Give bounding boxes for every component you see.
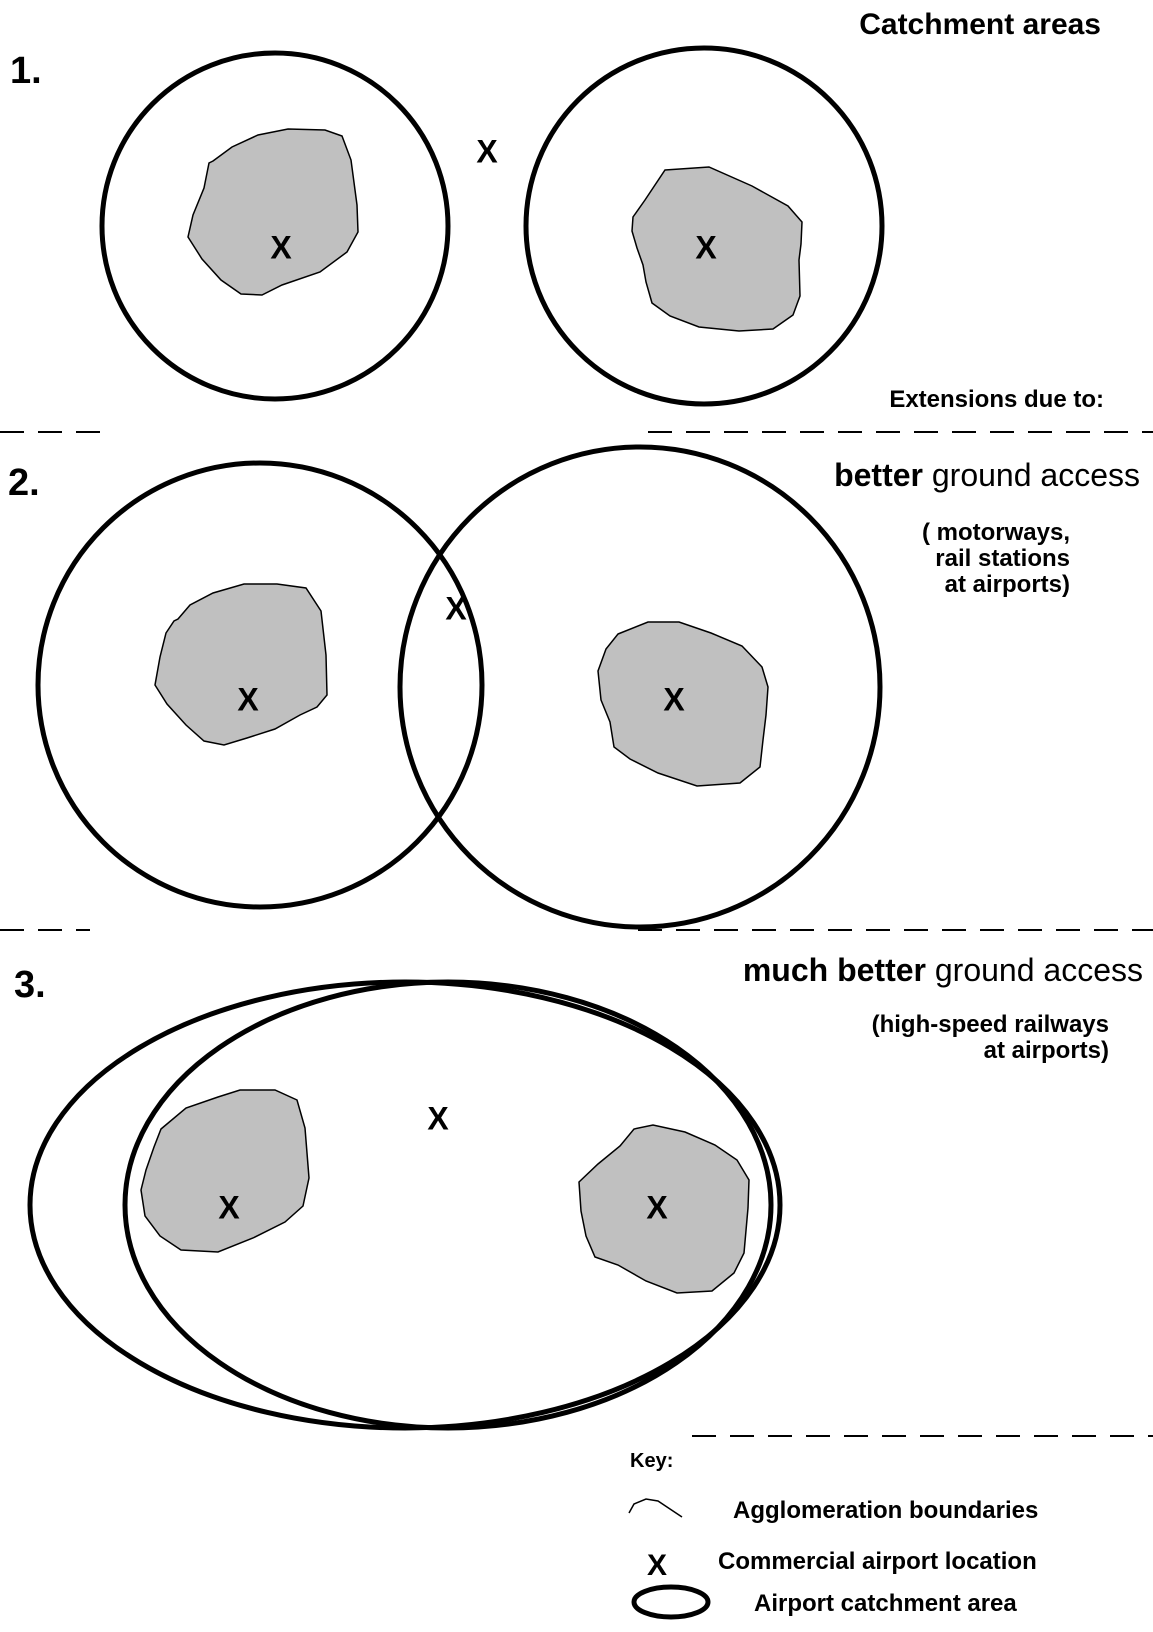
- key-label-catchment: Airport catchment area: [754, 1590, 1017, 1617]
- catchment-area: [397, 444, 883, 930]
- heading-text: ground access: [925, 952, 1143, 988]
- extensions-label: Extensions due to:: [889, 386, 1104, 413]
- panel-1-drawing: [99, 45, 885, 407]
- key-label-airport: Commercial airport location: [718, 1548, 1037, 1575]
- catchment-area: [99, 50, 451, 402]
- airport-marker: X: [218, 1189, 240, 1226]
- heading-emphasis: much better: [742, 952, 926, 988]
- airport-marker: X: [427, 1100, 449, 1137]
- panel-2-drawing: [35, 444, 883, 930]
- airport-x-icon: X: [646, 1549, 668, 1582]
- note-line: at airports): [944, 571, 1070, 598]
- panel-2-note: ( motorways, rail stations at airports): [922, 520, 1070, 598]
- heading-emphasis: better: [834, 457, 923, 493]
- airport-marker: X: [695, 229, 717, 266]
- heading-text: ground access: [922, 457, 1140, 493]
- note-line: rail stations: [935, 545, 1070, 572]
- panel-2-heading: better ground access: [834, 457, 1140, 494]
- airport-marker: X: [237, 681, 259, 718]
- airport-marker: X: [270, 229, 292, 266]
- key-label-agglomeration: Agglomeration boundaries: [733, 1497, 1039, 1524]
- panel-2-number: 2.: [8, 462, 40, 504]
- separator-lines: [0, 431, 1153, 1437]
- agglomeration-area: [187, 128, 359, 296]
- catchment-area: [122, 979, 774, 1431]
- agglomeration-area: [597, 621, 769, 787]
- note-line: ( motorways,: [921, 519, 1070, 546]
- agglomeration-area: [140, 1089, 310, 1253]
- agglomeration-area: [578, 1124, 750, 1294]
- agglomeration-boundary-icon: [628, 1498, 683, 1518]
- agglomeration-area: [154, 583, 328, 746]
- panel-3-number: 3.: [14, 964, 46, 1006]
- panel-1-number: 1.: [10, 50, 42, 92]
- page-title: Catchment areas: [859, 8, 1101, 41]
- airport-marker: X: [445, 590, 467, 627]
- airport-marker: X: [663, 681, 685, 718]
- agglomeration-area: [631, 166, 803, 332]
- catchment-area: [523, 45, 885, 407]
- note-line: at airports): [983, 1037, 1109, 1064]
- key-heading: Key:: [630, 1450, 674, 1472]
- note-line: (high-speed railways: [871, 1011, 1109, 1038]
- panel-3-note: (high-speed railways at airports): [872, 1012, 1109, 1064]
- airport-marker: X: [476, 133, 498, 170]
- airport-marker: X: [646, 1189, 668, 1226]
- panel-3-heading: much better ground access: [743, 952, 1143, 989]
- catchment-ellipse-icon: [631, 1584, 711, 1620]
- catchment-area: [35, 460, 485, 910]
- panel-3-drawing: [27, 979, 783, 1431]
